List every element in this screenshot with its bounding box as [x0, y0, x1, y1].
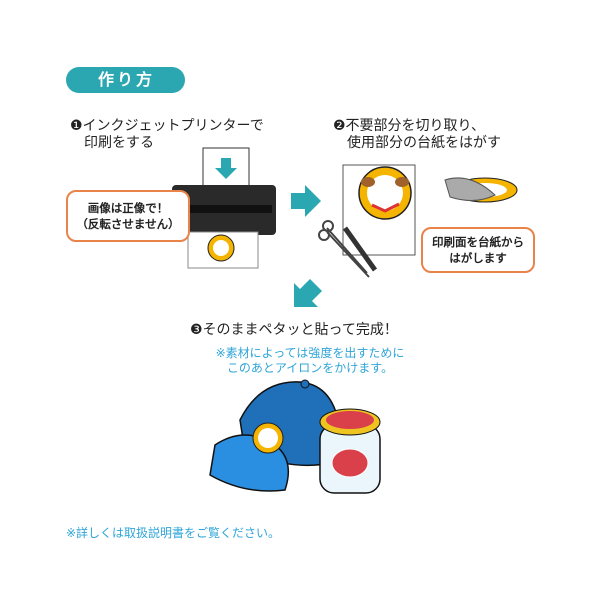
step-2-text: ❷不要部分を切り取り、 使用部分の台紙をはがす [333, 118, 501, 152]
note-line2: このあとアイロンをかけます。 [226, 361, 394, 375]
peeling-sticker-illustration [444, 177, 518, 203]
cap-illustration [209, 379, 341, 492]
step-1-text: ❶インクジェットプリンターで 印刷をする [70, 118, 264, 152]
down-left-arrow-icon [294, 279, 322, 307]
callout-print-orientation: 画像は正像で！ （反転させません） [66, 190, 190, 242]
jam-jar-illustration [319, 408, 381, 494]
callout-peel: 印刷面を台紙から はがします [421, 227, 535, 273]
page-title: 作り方 [66, 67, 185, 93]
right-arrow-icon [291, 185, 321, 217]
cut-sticker-illustration [318, 164, 416, 278]
down-arrow-icon [215, 158, 237, 179]
note-line1: ※素材によっては強度を出すために [215, 346, 405, 360]
step-3-note: ※素材によっては強度を出すために このあとアイロンをかけます。 [200, 346, 420, 376]
step-2-line1: ❷不要部分を切り取り、 [333, 118, 485, 134]
printer-illustration [172, 147, 276, 269]
callout-line2: （反転させません） [76, 217, 180, 231]
callout-line1: 印刷面を台紙から [432, 235, 524, 249]
step-1-line1: ❶インクジェットプリンターで [70, 118, 264, 134]
step-3-text: ❸そのままペタッと貼って完成！ [190, 322, 398, 338]
step-2-line2: 使用部分の台紙をはがす [347, 135, 501, 151]
callout-line2: はがします [449, 251, 507, 265]
callout-line1: 画像は正像で！ [87, 201, 169, 215]
step-1-line2: 印刷をする [84, 135, 154, 151]
footer-note: ※詳しくは取扱説明書をご覧ください。 [66, 526, 281, 540]
